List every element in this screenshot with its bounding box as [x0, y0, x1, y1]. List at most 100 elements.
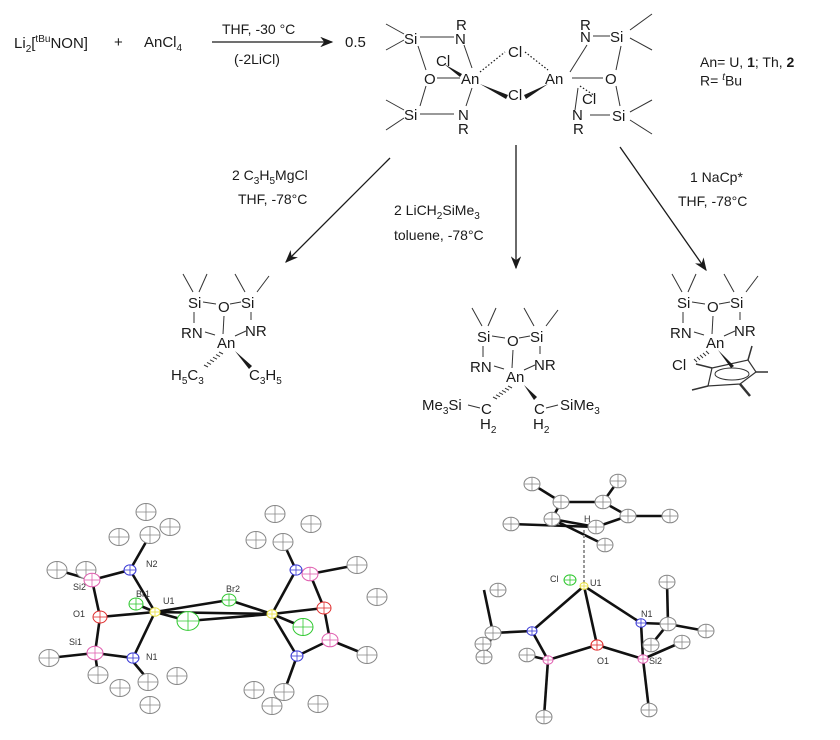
- cp-aromatic-circle: [714, 367, 750, 381]
- metal-label: An: [706, 335, 724, 352]
- svg-text:Cl: Cl: [508, 87, 522, 104]
- wedge-bond: [235, 351, 252, 369]
- carbon-atom: [109, 679, 131, 697]
- atom-label-br1: Br1: [136, 589, 150, 599]
- bond: [222, 315, 225, 335]
- uranium-atom: [266, 609, 278, 619]
- oxygen-label: O: [507, 333, 519, 350]
- methylene-c: C: [534, 401, 545, 418]
- svg-text:N: N: [580, 29, 591, 46]
- svg-text:An: An: [545, 71, 563, 88]
- xtal-bond: [639, 622, 645, 660]
- bond: [693, 331, 705, 336]
- atom-label-si1: Si1: [69, 637, 82, 647]
- chlorine-atom: [563, 574, 577, 586]
- silicon-label: Si: [241, 295, 254, 312]
- atom-label-h: H: [584, 514, 591, 524]
- silicon-label: Si: [730, 295, 743, 312]
- carbon-atom: [300, 515, 322, 533]
- xtal-bond: [154, 610, 273, 616]
- carbon-atom: [366, 588, 388, 606]
- svg-text:N: N: [572, 107, 583, 124]
- bond: [687, 273, 697, 293]
- hashed-bond: [507, 385, 513, 389]
- carbon-atom: [697, 623, 715, 639]
- svg-text:Cl: Cl: [508, 44, 522, 61]
- svg-text:R: R: [580, 17, 591, 34]
- carbon-atom: [264, 505, 286, 523]
- carbon-atom: [46, 561, 68, 579]
- legend-r-group: R= tBu: [700, 72, 743, 89]
- carbon-atom: [87, 666, 109, 684]
- bridge-bonds: [444, 51, 596, 99]
- carbon-atom: [587, 519, 605, 535]
- nitrogen-atom: [126, 652, 140, 664]
- chloride-label: Cl: [672, 357, 686, 374]
- oxygen-atom: [92, 610, 108, 624]
- wedge-bond: [524, 385, 537, 400]
- bond: [256, 275, 270, 293]
- methylene-h2: H2: [533, 416, 550, 436]
- nitrogen-atom: [289, 564, 303, 576]
- carbon-atom: [502, 516, 520, 532]
- svg-text:Cl: Cl: [582, 91, 596, 108]
- xtal-bond: [270, 613, 299, 657]
- amide-label: RN: [670, 325, 692, 342]
- carbon-atom: [166, 667, 188, 685]
- bond: [671, 273, 683, 293]
- silicon-atom: [542, 655, 554, 665]
- carbon-atom: [489, 582, 507, 598]
- svg-text:O: O: [424, 71, 436, 88]
- bond: [234, 273, 246, 293]
- carbon-atom: [356, 646, 378, 664]
- silicon-atom: [83, 572, 101, 588]
- carbon-atom: [661, 508, 679, 524]
- xtal-bond: [187, 612, 273, 623]
- xtal-bond: [583, 584, 642, 625]
- svg-text:An: An: [461, 71, 479, 88]
- amide-label: NR: [245, 323, 267, 340]
- carbon-atom: [659, 616, 677, 632]
- svg-text:R: R: [458, 121, 469, 138]
- xtal-bond: [154, 598, 230, 614]
- svg-text:Si: Si: [610, 29, 623, 46]
- bond: [202, 301, 217, 305]
- allyl-ligand-left: H5C3: [171, 367, 204, 387]
- hashed-bond: [705, 350, 710, 355]
- methylene-c: C: [481, 401, 492, 418]
- plus-sign: +: [114, 34, 123, 51]
- nitrogen-atom: [526, 626, 538, 636]
- silicon-label: Si: [530, 329, 543, 346]
- amide-label: RN: [181, 325, 203, 342]
- xtal-bond: [99, 610, 156, 619]
- allyl-arrow: [285, 157, 391, 263]
- silyl-ligand-left: Me3Si: [422, 397, 462, 417]
- bond: [491, 335, 506, 339]
- bond: [718, 301, 731, 305]
- svg-text:R: R: [573, 121, 584, 138]
- bromine-atom: [292, 618, 314, 636]
- svg-text:N: N: [458, 107, 469, 124]
- carbon-atom: [543, 511, 561, 527]
- bond: [198, 273, 208, 293]
- carbon-atom: [346, 556, 368, 574]
- cp-ring: [707, 359, 757, 387]
- cp-methyl: [695, 363, 713, 369]
- xtal-bond: [551, 517, 606, 547]
- carbon-atom: [273, 683, 295, 701]
- carbon-atom: [261, 697, 283, 715]
- carbon-atom: [139, 526, 161, 544]
- allyl-conditions: THF, -78°C: [238, 191, 308, 207]
- allyl-ligand-right: C3H5: [249, 367, 282, 387]
- nitrogen-atom: [123, 564, 137, 576]
- hashed-bond: [218, 351, 224, 355]
- silicon-label: Si: [188, 295, 201, 312]
- hashed-bond: [498, 392, 504, 396]
- nitrogen-atom: [290, 650, 304, 662]
- hashed-bond: [209, 359, 215, 363]
- xtal-bond: [530, 630, 550, 661]
